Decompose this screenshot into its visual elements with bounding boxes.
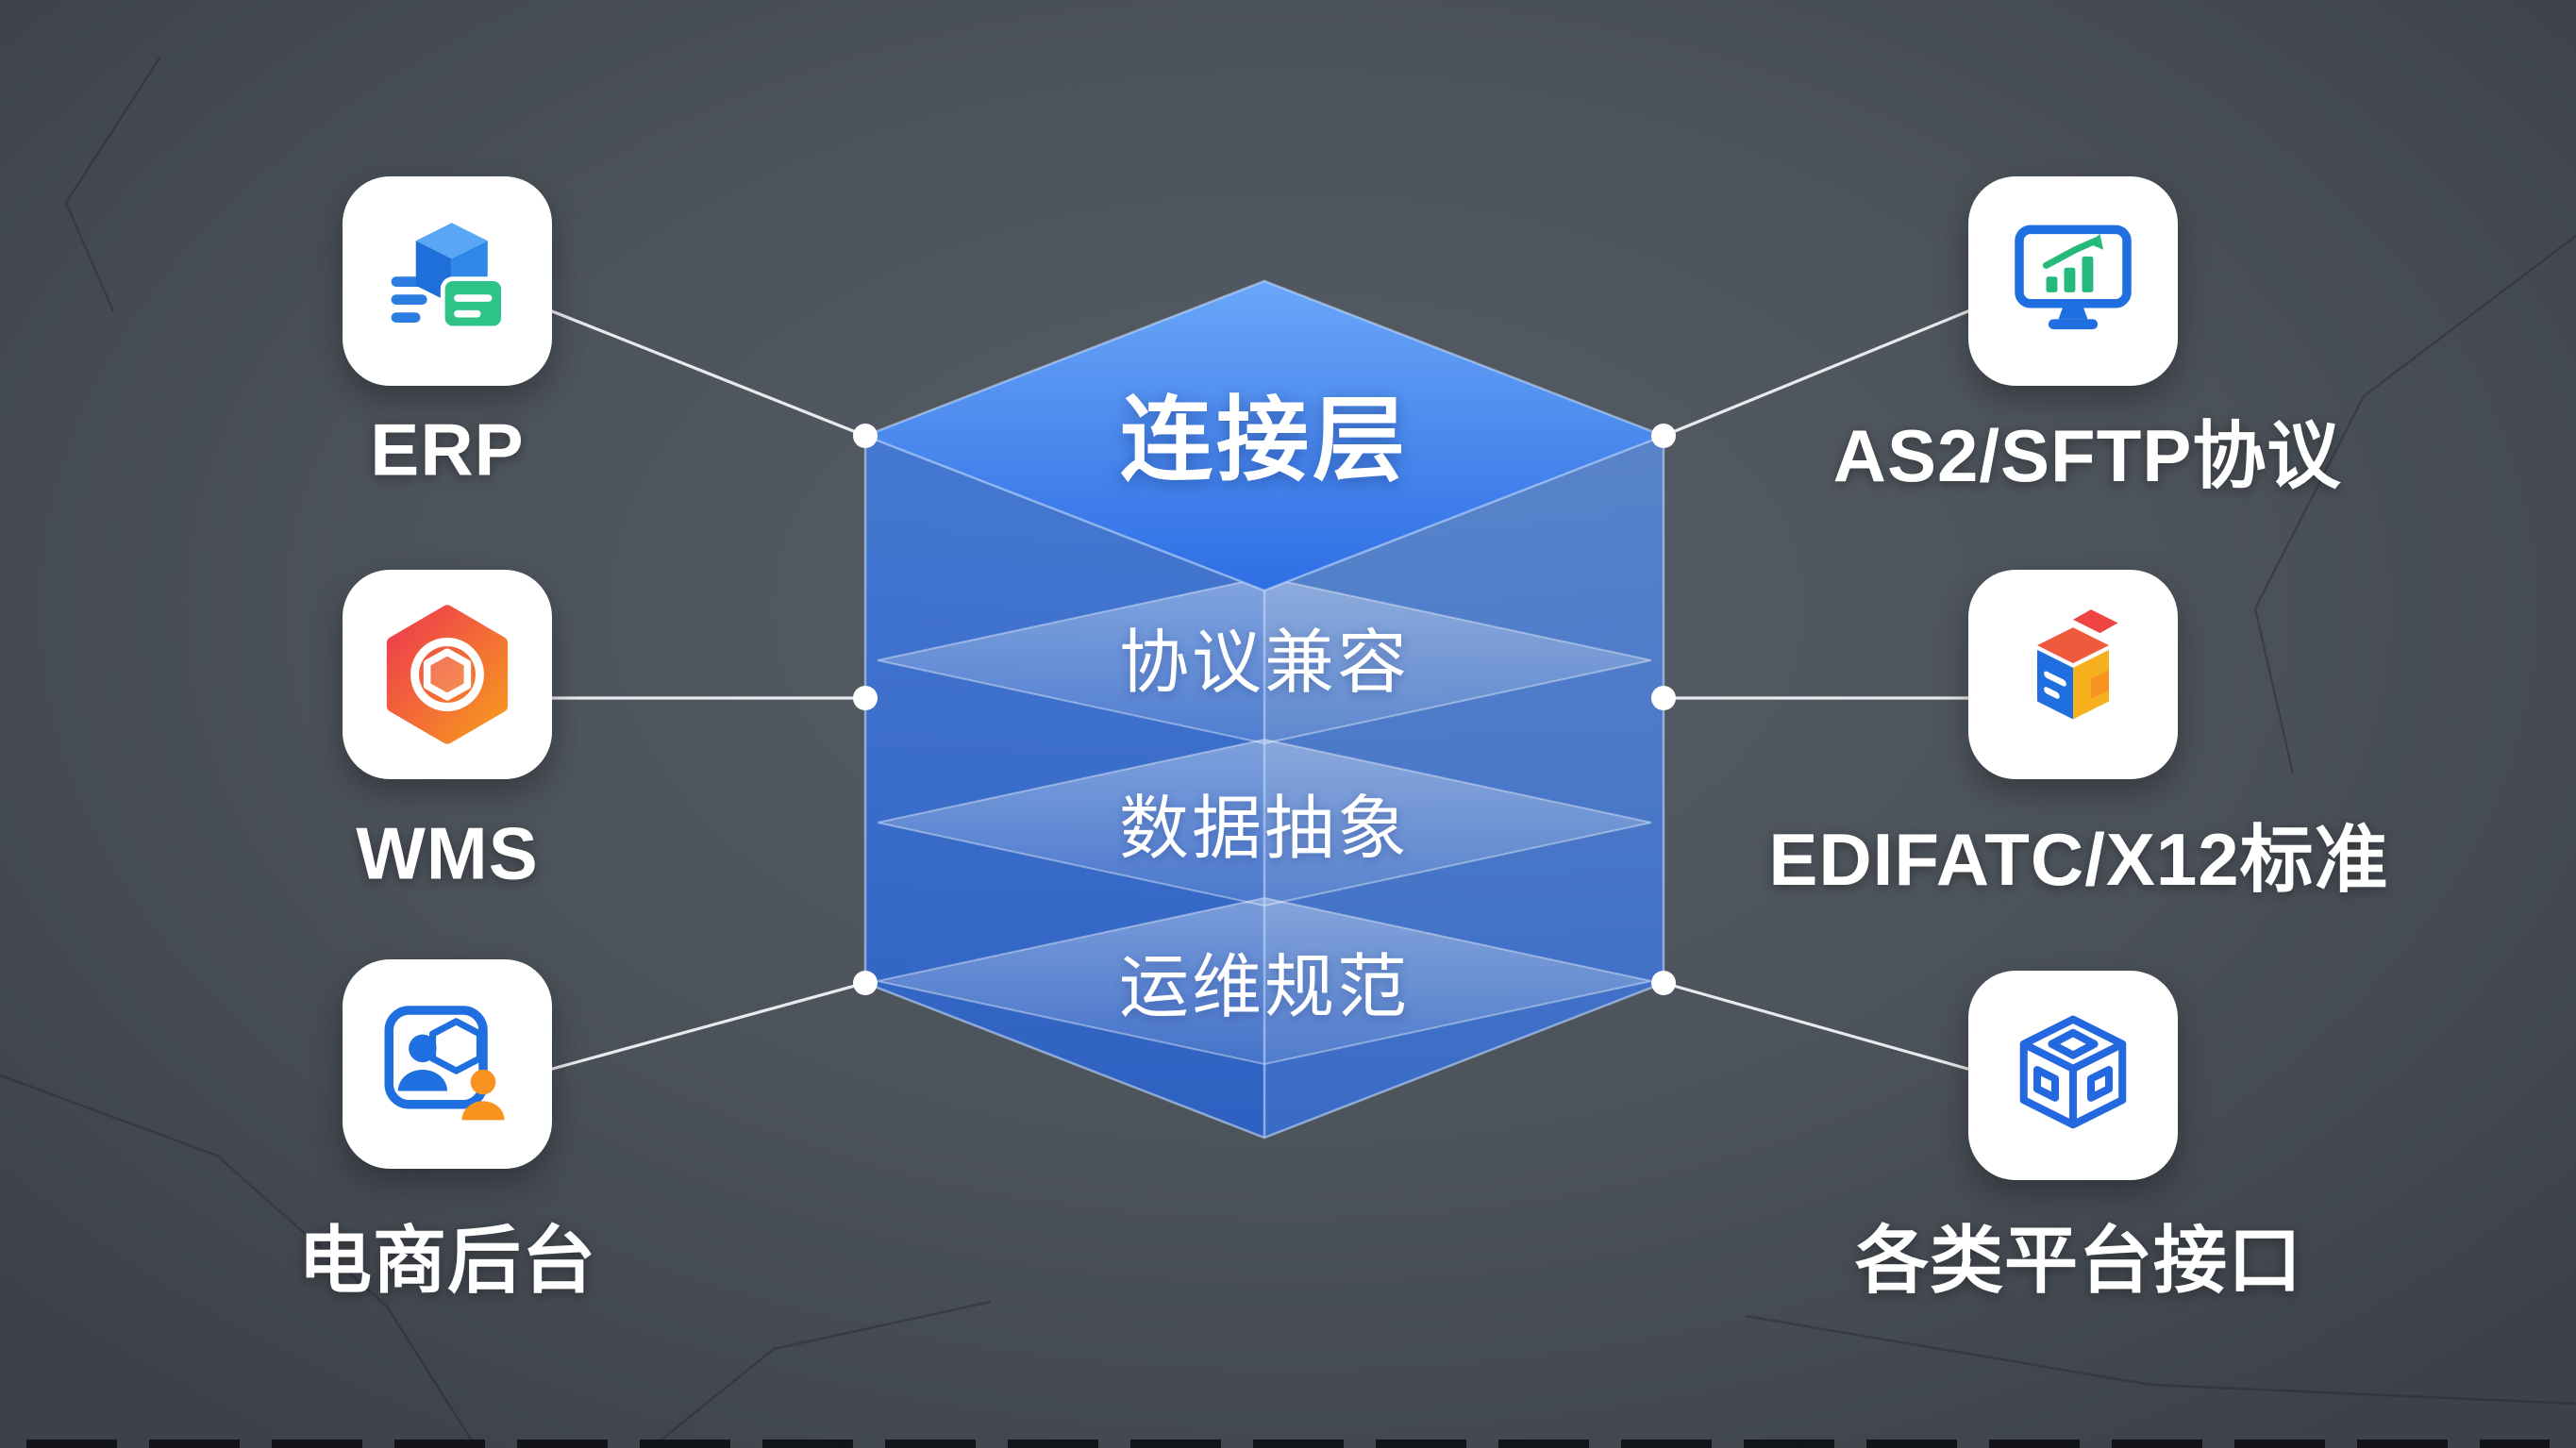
node-card-edifact-x12 <box>1968 570 2178 779</box>
connector-lines <box>527 300 1992 1077</box>
crack-texture <box>0 56 2576 1448</box>
node-card-erp <box>343 176 552 386</box>
node-card-platform-api <box>1968 971 2178 1180</box>
connection-layer-cube <box>863 279 1665 1140</box>
bottom-dashes-decoration <box>26 1440 2550 1448</box>
ecommerce-users-icon <box>384 1006 505 1121</box>
connector-dots <box>853 424 1676 995</box>
node-label-as2-sftp: AS2/SFTP协议 <box>1832 414 2342 497</box>
colored-cube-icon <box>2037 609 2118 720</box>
node-label-erp: ERP <box>370 408 525 491</box>
wms-hexagon-icon <box>386 605 509 744</box>
cube-layer-label-1: 协议兼容 <box>1119 623 1410 702</box>
node-card-ecommerce <box>343 959 552 1169</box>
node-card-wms <box>343 570 552 779</box>
node-label-wms: WMS <box>356 811 539 895</box>
monitor-chart-icon <box>2015 225 2132 330</box>
cube-layer-label-3: 运维规范 <box>1119 947 1410 1026</box>
cube-layer-label-2: 数据抽象 <box>1119 789 1410 868</box>
node-label-edifact-x12: EDIFATC/X12标准 <box>1768 818 2389 901</box>
wireframe-cube-icon <box>2019 1015 2127 1129</box>
node-card-as2-sftp <box>1968 176 2178 386</box>
cube-title: 连接层 <box>1119 388 1410 491</box>
erp-cube-icon <box>391 223 506 331</box>
node-label-platform-api: 各类平台接口 <box>1854 1219 2303 1302</box>
node-label-ecommerce: 电商后台 <box>297 1219 597 1302</box>
